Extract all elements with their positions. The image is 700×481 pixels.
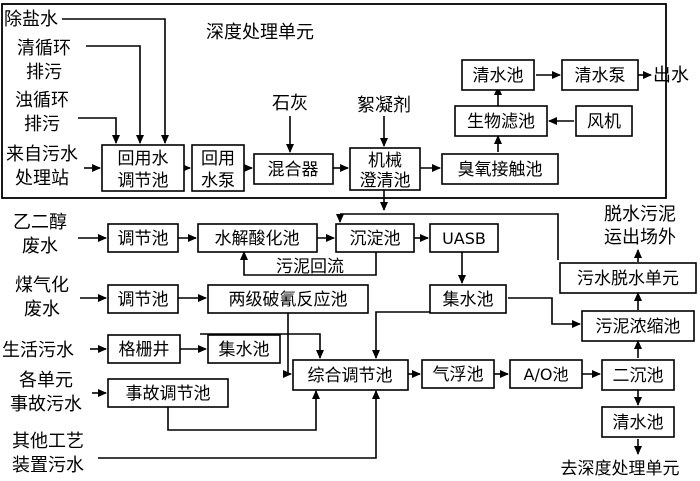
box-screen: 格栅井 — [107, 334, 181, 364]
svg-text:除盐水: 除盐水 — [4, 9, 58, 30]
box-clear-tank-bottom: 清水池 — [601, 406, 675, 438]
svg-text:煤气化废水: 煤气化废水 — [15, 275, 69, 320]
box-sludge-dewater: 污水脱水单元 — [559, 262, 697, 294]
section-label: 深度处理单元 — [206, 22, 314, 43]
label-desalt: 除盐水 — [4, 9, 58, 30]
svg-text:集水池: 集水池 — [219, 340, 270, 360]
svg-text:浊循环排污: 浊循环排污 — [15, 90, 69, 135]
svg-text:絮凝剂: 絮凝剂 — [357, 95, 411, 116]
svg-text:回用水泵: 回用水泵 — [201, 149, 235, 191]
svg-text:污泥浓缩池: 污泥浓缩池 — [596, 317, 681, 337]
svg-text:脱水污泥运出场外: 脱水污泥运出场外 — [604, 204, 676, 248]
svg-text:生活污水: 生活污水 — [2, 340, 74, 361]
label-accident-water: 各单元事故污水 — [10, 370, 82, 415]
box-sludge-thicken: 污泥浓缩池 — [581, 310, 695, 342]
box-clear-tank-top: 清水池 — [461, 59, 535, 91]
box-reuse-pump: 回用水泵 — [191, 144, 245, 192]
box-clear-pump: 清水泵 — [561, 59, 639, 91]
label-outlet: 出水 — [653, 65, 689, 86]
svg-text:风机: 风机 — [587, 112, 621, 132]
svg-text:清水泵: 清水泵 — [575, 66, 626, 86]
svg-text:UASB: UASB — [442, 229, 486, 248]
svg-text:清水池: 清水池 — [473, 66, 524, 86]
svg-text:石灰: 石灰 — [272, 93, 308, 114]
box-cyanide: 两级破氰反应池 — [207, 284, 369, 314]
box-accident: 事故调节池 — [107, 378, 229, 408]
box-flotation: 气浮池 — [421, 359, 495, 389]
box-adjust-1: 调节池 — [107, 223, 179, 253]
advanced-treatment-frame — [1, 3, 667, 199]
box-clarifier: 机械澄清池 — [349, 147, 421, 191]
svg-text:出水: 出水 — [653, 65, 689, 86]
label-glycol: 乙二醇废水 — [13, 212, 67, 257]
label-from-plant: 来自污水处理站 — [6, 144, 78, 189]
svg-text:各单元事故污水: 各单元事故污水 — [10, 370, 82, 415]
box-collect-1: 集水池 — [429, 284, 507, 314]
svg-text:集水池: 集水池 — [443, 290, 494, 310]
label-sludge-out: 脱水污泥运出场外 — [604, 204, 676, 248]
svg-text:机械澄清池: 机械澄清池 — [360, 151, 411, 191]
svg-text:生物滤池: 生物滤池 — [467, 112, 535, 132]
svg-text:其他工艺装置污水: 其他工艺装置污水 — [12, 431, 84, 476]
label-flocculant: 絮凝剂 — [357, 95, 411, 116]
label-domestic: 生活污水 — [2, 340, 74, 361]
box-reuse-adjust: 回用水调节池 — [101, 144, 185, 192]
label-other-water: 其他工艺装置污水 — [12, 431, 84, 476]
box-blower: 风机 — [575, 105, 633, 137]
box-ozone: 臭氧接触池 — [441, 153, 559, 185]
box-hydrolysis: 水解酸化池 — [197, 223, 318, 253]
svg-text:回用水调节池: 回用水调节池 — [118, 149, 169, 191]
svg-text:调节池: 调节池 — [118, 290, 169, 310]
label-lime: 石灰 — [272, 93, 308, 114]
svg-text:两级破氰反应池: 两级破氰反应池 — [229, 290, 348, 310]
box-ao: A/O池 — [509, 359, 583, 389]
svg-text:沉淀池: 沉淀池 — [350, 229, 401, 249]
svg-text:二沉池: 二沉池 — [613, 366, 664, 386]
label-clean-circ: 清循环排污 — [17, 38, 71, 83]
svg-text:乙二醇废水: 乙二醇废水 — [13, 212, 67, 257]
box-bio-filter: 生物滤池 — [454, 105, 548, 137]
label-to-deep: 去深度处理单元 — [561, 459, 680, 479]
svg-text:格栅井: 格栅井 — [119, 340, 170, 360]
svg-text:混合器: 混合器 — [268, 160, 319, 180]
svg-text:来自污水处理站: 来自污水处理站 — [6, 144, 78, 189]
svg-text:A/O池: A/O池 — [524, 365, 569, 384]
label-coal-gas: 煤气化废水 — [15, 275, 69, 320]
connectors — [62, 18, 652, 459]
box-collect-2: 集水池 — [207, 334, 281, 364]
svg-text:污泥回流: 污泥回流 — [276, 257, 344, 277]
svg-text:调节池: 调节池 — [118, 229, 169, 249]
svg-text:去深度处理单元: 去深度处理单元 — [561, 459, 680, 479]
svg-text:水解酸化池: 水解酸化池 — [215, 229, 300, 249]
box-secondary: 二沉池 — [601, 359, 675, 391]
svg-text:清水池: 清水池 — [613, 413, 664, 433]
box-settling: 沉淀池 — [335, 223, 415, 253]
svg-text:污水脱水单元: 污水脱水单元 — [577, 269, 679, 289]
box-adjust-2: 调节池 — [107, 284, 179, 314]
svg-text:综合调节池: 综合调节池 — [308, 366, 393, 386]
svg-text:事故调节池: 事故调节池 — [126, 384, 211, 404]
svg-text:气浮池: 气浮池 — [433, 365, 484, 385]
label-sludge-return: 污泥回流 — [276, 257, 344, 277]
box-integrated: 综合调节池 — [292, 359, 409, 391]
svg-text:臭氧接触池: 臭氧接触池 — [458, 160, 543, 180]
label-turbid-circ: 浊循环排污 — [15, 90, 69, 135]
box-mixer: 混合器 — [253, 153, 334, 185]
box-uasb: UASB — [429, 223, 499, 253]
svg-text:清循环排污: 清循环排污 — [17, 38, 71, 83]
